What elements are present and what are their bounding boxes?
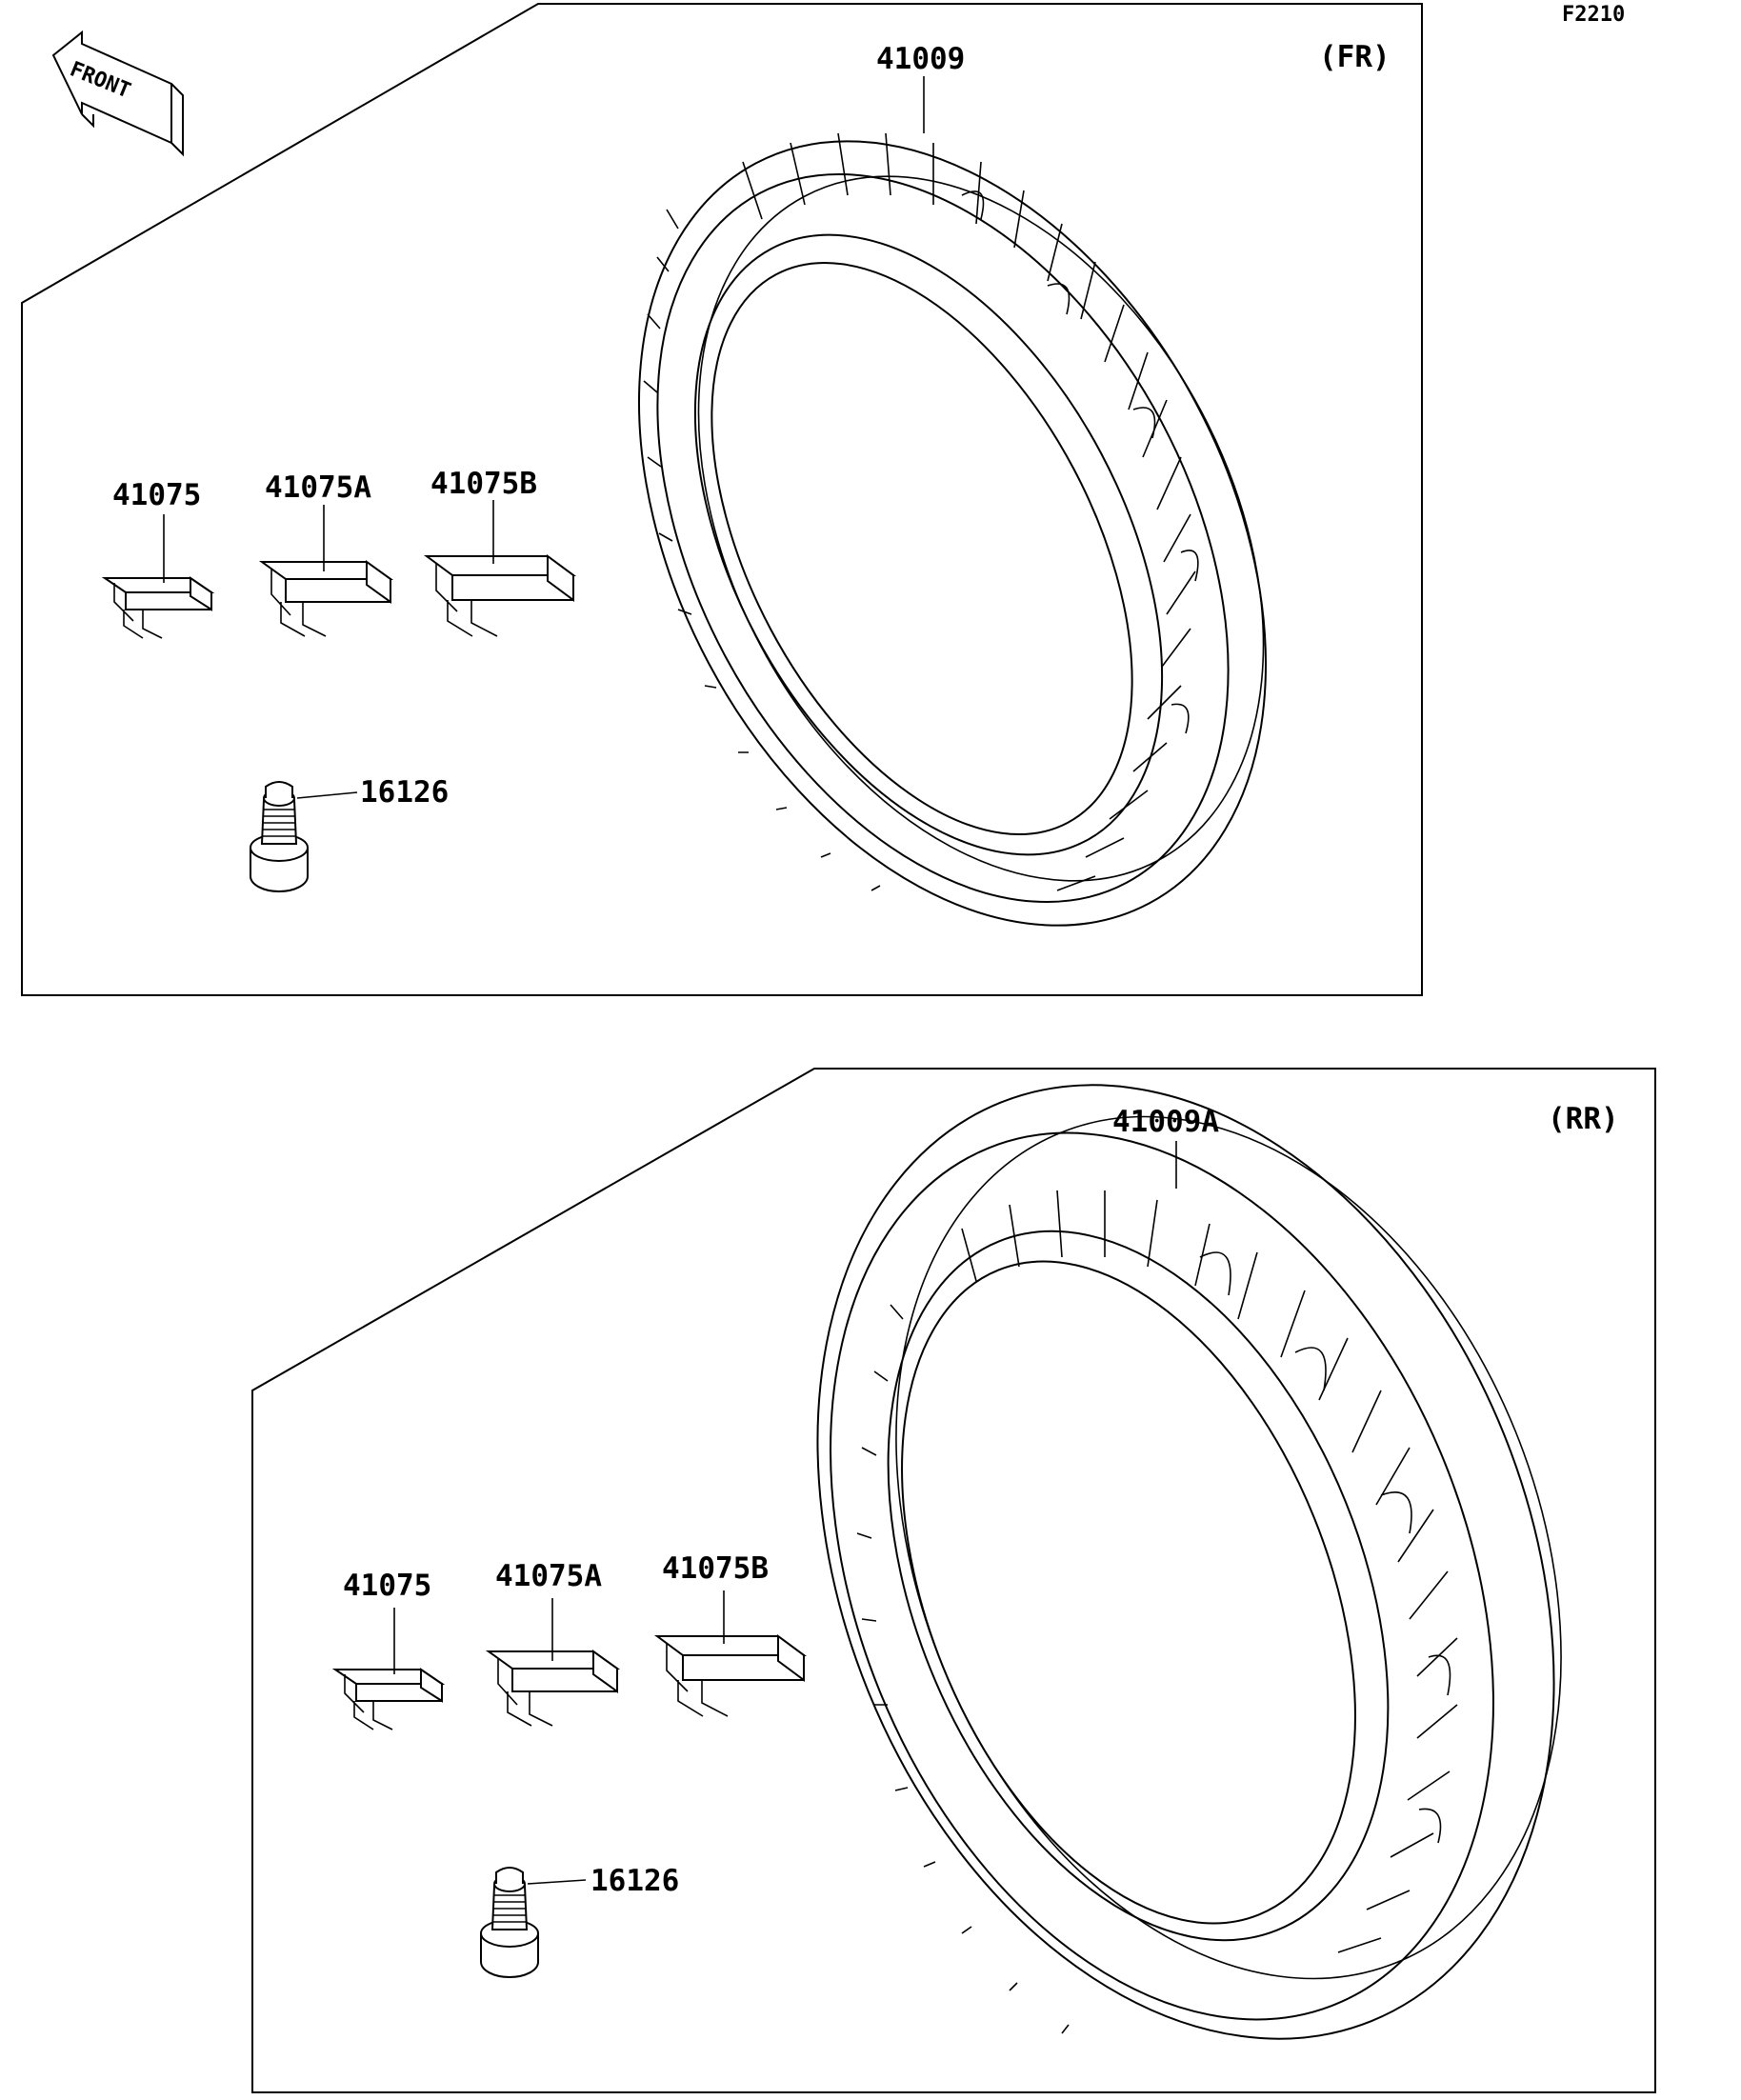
front-tire-part-number: 41009 (876, 42, 965, 76)
rear-valve-part-number: 16126 (590, 1864, 679, 1898)
front-weight-large-part-number: 41075B (430, 467, 537, 501)
rear-weight-small (334, 1608, 443, 1730)
front-panel: (FR) 41009 41075 41075A (21, 3, 1423, 996)
front-weight-small-part-number: 41075 (112, 478, 201, 512)
figure-code: F2210 (1562, 3, 1625, 27)
front-valve-part-number: 16126 (360, 775, 449, 810)
rear-panel-frame (251, 1068, 1656, 2093)
front-valve (250, 781, 358, 892)
rear-weight-large-part-number: 41075B (662, 1551, 769, 1586)
rear-tire (816, 1084, 1562, 2040)
front-tire (638, 76, 1267, 927)
front-weight-large (426, 500, 574, 637)
rear-valve (480, 1867, 587, 1978)
rear-tire-part-number: 41009A (1112, 1105, 1219, 1139)
front-position-label: (FR) (1319, 40, 1391, 74)
front-direction-arrow-icon: FRONT (51, 30, 184, 157)
front-weight-medium-part-number: 41075A (265, 470, 371, 505)
front-weight-medium (261, 505, 391, 637)
rear-weight-small-part-number: 41075 (343, 1569, 431, 1603)
front-weight-small (104, 514, 212, 639)
front-panel-frame (21, 3, 1423, 996)
rear-weight-large (656, 1590, 805, 1717)
rear-weight-medium (488, 1598, 618, 1727)
rear-weight-medium-part-number: 41075A (495, 1559, 602, 1593)
rear-panel: (RR) 41009A 41075 41075A (251, 1068, 1656, 2093)
rear-position-label: (RR) (1548, 1102, 1619, 1136)
